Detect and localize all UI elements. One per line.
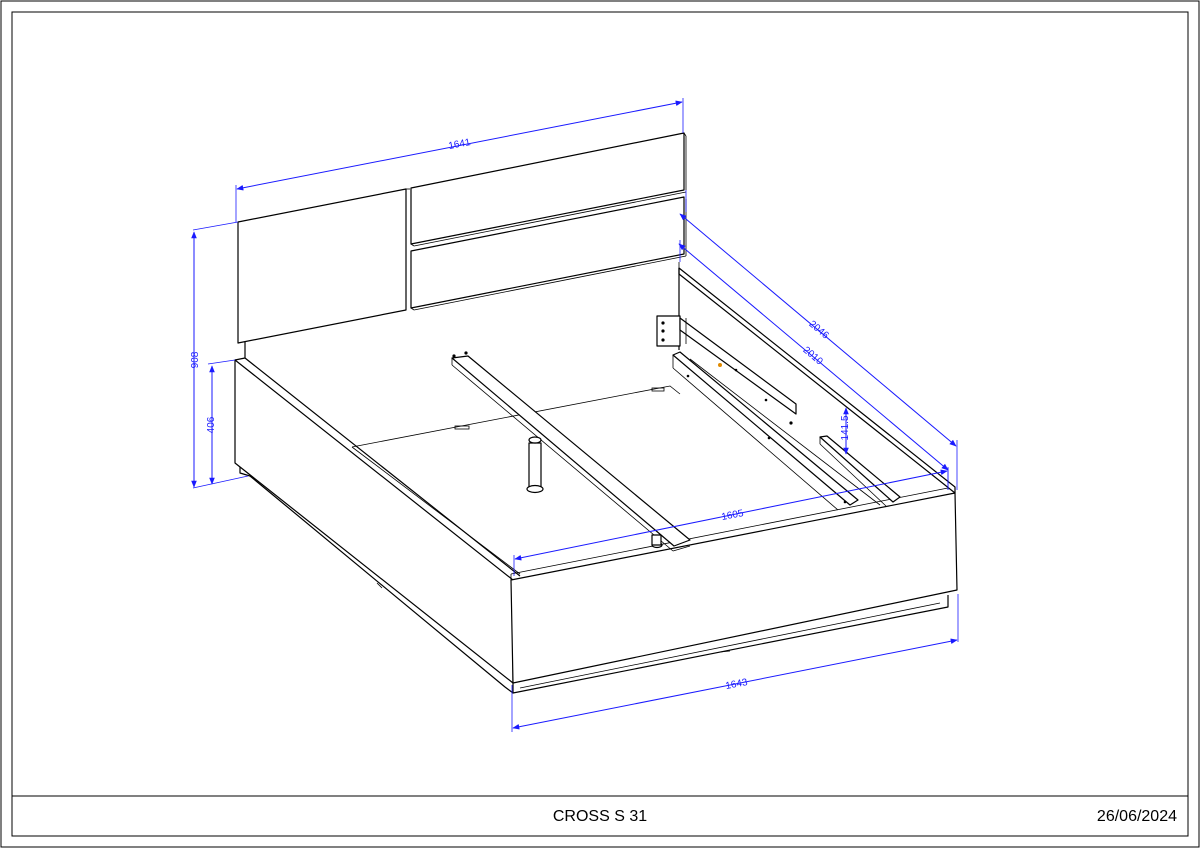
bed-drawing: 1641 908 406 2046 2010 141.5 1605 1643 bbox=[190, 98, 959, 732]
dim-total-height: 908 bbox=[190, 351, 201, 368]
centre-beam bbox=[451, 351, 691, 552]
inner-base bbox=[351, 385, 681, 575]
dim-rail-height: 141.5 bbox=[840, 415, 851, 440]
dim-inner-length: 2010 bbox=[801, 345, 825, 368]
dimension-lines bbox=[191, 98, 959, 732]
dim-frame-height: 406 bbox=[206, 416, 217, 433]
title-block: CROSS S 31 26/06/2024 bbox=[553, 808, 1177, 825]
model-name: CROSS S 31 bbox=[553, 808, 647, 825]
dim-total-width: 1643 bbox=[725, 677, 749, 692]
side-rail bbox=[656, 315, 901, 511]
headboard bbox=[237, 132, 687, 358]
dim-inner-width: 1605 bbox=[721, 508, 745, 523]
centre-leg bbox=[526, 436, 663, 549]
left-side-panel bbox=[234, 357, 521, 684]
drawing-date: 26/06/2024 bbox=[1097, 808, 1177, 825]
right-side-panel bbox=[678, 267, 956, 494]
dim-headboard-width: 1641 bbox=[448, 137, 472, 152]
